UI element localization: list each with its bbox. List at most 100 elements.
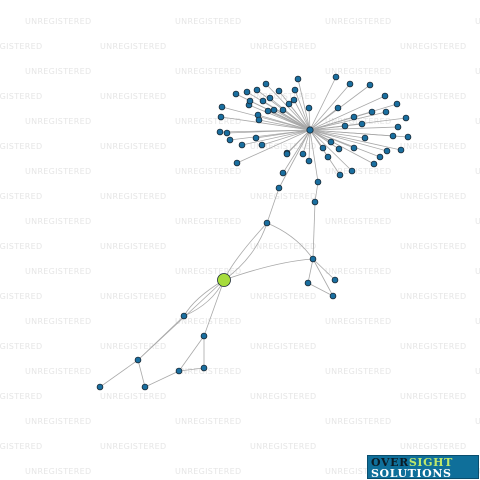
watermark-text: UNREGISTERED <box>0 142 43 151</box>
network-node <box>253 86 261 94</box>
watermark-text: UNREGISTERED <box>250 392 317 401</box>
watermark-text: UNREGISTERED <box>175 467 242 476</box>
logo-word-sight: SIGHT <box>408 456 453 469</box>
watermark-text: UNREGISTERED <box>250 42 317 51</box>
watermark-text: UNREGISTERED <box>475 17 480 26</box>
network-node <box>350 144 358 152</box>
watermark-text: UNREGISTERED <box>25 367 92 376</box>
graph-edge <box>241 129 311 146</box>
network-node <box>348 167 356 175</box>
graph-edge <box>309 123 363 131</box>
network-node <box>233 159 241 167</box>
node-layer <box>96 73 412 391</box>
watermark-text: UNREGISTERED <box>100 192 167 201</box>
watermark-text: UNREGISTERED <box>400 42 467 51</box>
network-node <box>262 80 270 88</box>
watermark-text: UNREGISTERED <box>100 92 167 101</box>
graph-edge <box>178 335 205 372</box>
network-node <box>217 113 225 121</box>
watermark-text: UNREGISTERED <box>400 392 467 401</box>
watermark-text: UNREGISTERED <box>250 342 317 351</box>
watermark-text: UNREGISTERED <box>175 167 242 176</box>
watermark-text: UNREGISTERED <box>325 317 392 326</box>
network-node <box>258 141 266 149</box>
watermark-text: UNREGISTERED <box>325 167 392 176</box>
graph-edge <box>309 129 319 183</box>
graph-edge <box>309 129 402 151</box>
graph-edge <box>309 95 386 131</box>
watermark-text: UNREGISTERED <box>0 192 43 201</box>
watermark-text: UNREGISTERED <box>175 267 242 276</box>
watermark-text: UNREGISTERED <box>400 292 467 301</box>
network-node <box>314 178 322 186</box>
graph-edge <box>99 359 139 388</box>
watermark-text: UNREGISTERED <box>475 367 480 376</box>
watermark-text: UNREGISTERED <box>0 442 43 451</box>
watermark-text: UNREGISTERED <box>100 442 167 451</box>
graph-edge <box>178 367 205 372</box>
watermark-text: UNREGISTERED <box>0 342 43 351</box>
watermark-text: UNREGISTERED <box>250 192 317 201</box>
watermark-text: UNREGISTERED <box>100 242 167 251</box>
watermark-text: UNREGISTERED <box>0 292 43 301</box>
network-node <box>402 114 410 122</box>
watermark-text: UNREGISTERED <box>475 67 480 76</box>
logo-line-1: OVERSIGHT <box>371 457 478 468</box>
graph-edge <box>309 129 366 139</box>
graph-edge <box>308 107 311 131</box>
network-node <box>275 184 283 192</box>
network-node <box>382 108 390 116</box>
network-node <box>332 73 340 81</box>
watermark-text: UNREGISTERED <box>25 317 92 326</box>
graph-edge <box>312 201 316 260</box>
watermark-text: UNREGISTERED <box>400 342 467 351</box>
watermark-text: UNREGISTERED <box>0 392 43 401</box>
network-node <box>358 120 366 128</box>
network-node <box>263 219 271 227</box>
watermark-text: UNREGISTERED <box>25 67 92 76</box>
network-node <box>279 106 287 114</box>
network-node <box>397 146 405 154</box>
network-node <box>383 147 391 155</box>
network-node <box>335 145 343 153</box>
watermark-text: UNREGISTERED <box>175 17 242 26</box>
network-node <box>346 80 354 88</box>
watermark-text: UNREGISTERED <box>250 292 317 301</box>
network-node <box>350 113 358 121</box>
watermark-text: UNREGISTERED <box>400 92 467 101</box>
watermark-text: UNREGISTERED <box>475 317 480 326</box>
network-node <box>361 134 369 142</box>
graph-edge <box>255 129 311 139</box>
network-node <box>216 128 224 136</box>
watermark-text: UNREGISTERED <box>25 17 92 26</box>
watermark-text: UNREGISTERED <box>175 117 242 126</box>
graph-edge <box>282 109 311 131</box>
network-node <box>180 312 188 320</box>
network-node <box>283 150 291 158</box>
graph-edge <box>302 129 311 155</box>
network-node <box>329 292 337 300</box>
watermark-text: UNREGISTERED <box>0 242 43 251</box>
logo-word-over: OVER <box>371 456 409 469</box>
graph-edge <box>261 129 311 146</box>
watermark-text: UNREGISTERED <box>0 92 43 101</box>
graph-edge <box>312 258 336 281</box>
network-node <box>327 138 335 146</box>
graph-edge <box>309 129 353 172</box>
network-node <box>404 133 412 141</box>
network-node <box>200 364 208 372</box>
graph-edge <box>288 103 311 131</box>
graph-edge <box>307 258 314 284</box>
graph-edge <box>266 187 280 224</box>
watermark-text: UNREGISTERED <box>175 317 242 326</box>
watermark-text: UNREGISTERED <box>400 142 467 151</box>
graph-edge <box>309 129 332 143</box>
watermark-text: UNREGISTERED <box>400 442 467 451</box>
graph-edge <box>226 129 311 134</box>
network-node <box>134 356 142 364</box>
watermark-text: UNREGISTERED <box>25 167 92 176</box>
network-node <box>381 92 389 100</box>
network-node <box>252 134 260 142</box>
